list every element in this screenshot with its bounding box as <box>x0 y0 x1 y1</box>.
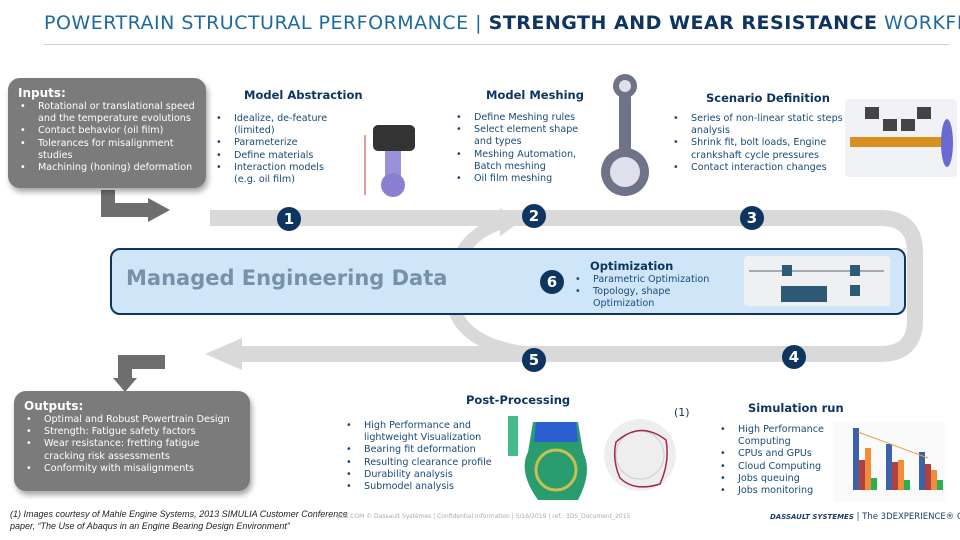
list-item: Shrink fit, bolt loads, Engine crankshaf… <box>671 137 846 161</box>
step-3-badge: 3 <box>740 206 764 230</box>
piston-rod-image <box>364 125 415 197</box>
list-item: Topology, shape Optimization <box>573 286 733 310</box>
list-item: Tolerances for misalignment studies <box>18 138 196 162</box>
bearing-deformation-image <box>508 416 587 500</box>
list-item: Conformity with misalignments <box>24 463 240 475</box>
list-item: Contact interaction changes <box>671 162 846 174</box>
title-part3: WORKFLOW <box>884 12 960 34</box>
list-item: High Performance Computing <box>718 424 833 448</box>
step-1-title: Model Abstraction <box>244 88 363 102</box>
step-6-title: Optimization <box>590 259 674 273</box>
step-5-title: Post-Processing <box>466 393 571 407</box>
list-item: Strength: Fatigue safety factors <box>24 426 240 438</box>
logo-tagline: | The 3DEXPERIENCE® Company <box>856 512 960 522</box>
image-reference-marker: (1) <box>674 406 690 419</box>
list-item: Parametric Optimization <box>573 274 733 286</box>
list-item: Cloud Computing <box>718 461 833 473</box>
logo-brand: DASSAULT SYSTEMES <box>770 513 854 521</box>
list-item: Durability analysis <box>344 469 514 481</box>
page-title: POWERTRAIN STRUCTURAL PERFORMANCE | STRE… <box>44 12 960 34</box>
managed-engineering-data-label: Managed Engineering Data <box>126 266 448 290</box>
step-3-title: Scenario Definition <box>706 91 830 105</box>
optimization-workflow-image <box>744 256 890 306</box>
list-item: Select element shape and types <box>454 124 589 148</box>
step-2-badge: 2 <box>522 204 546 228</box>
step-5-badge: 5 <box>522 348 546 372</box>
step-2-title: Model Meshing <box>486 88 584 102</box>
list-item: Parameterize <box>214 137 344 149</box>
inputs-box: Inputs: Rotational or translational spee… <box>8 78 206 188</box>
image-credit-footnote: (1) Images courtesy of Mahle Engine Syst… <box>10 509 348 531</box>
crankshaft-image <box>845 99 957 177</box>
list-item: Meshing Automation, Batch meshing <box>454 149 589 173</box>
list-item: Bearing fit deformation <box>344 444 514 456</box>
list-item: High Performance and lightweight Visuali… <box>344 420 514 444</box>
list-item: Jobs queuing <box>718 473 833 485</box>
list-item: Rotational or translational speed and th… <box>18 101 196 125</box>
title-part2: STRENGTH AND WEAR RESISTANCE <box>488 12 878 34</box>
list-item: Series of non-linear static steps analys… <box>671 113 846 137</box>
list-item: Oil film meshing <box>454 173 589 185</box>
list-item: Define Meshing rules <box>454 112 589 124</box>
step-6-badge: 6 <box>540 270 564 294</box>
list-item: Optimal and Robust Powertrain Design <box>24 414 240 426</box>
list-item: Idealize, de-feature (limited) <box>214 113 344 137</box>
outputs-box: Outputs: Optimal and Robust Powertrain D… <box>14 391 250 491</box>
title-divider <box>44 44 949 45</box>
title-part1: POWERTRAIN STRUCTURAL PERFORMANCE | <box>44 12 489 34</box>
dassault-logo: DASSAULT SYSTEMES | The 3DEXPERIENCE® Co… <box>770 512 960 522</box>
confidential-footer: 3DS.COM © Dassault Systèmes | Confidenti… <box>336 513 631 520</box>
connecting-rod-image <box>601 74 649 196</box>
list-item: Wear resistance: fretting fatigue cracki… <box>24 438 240 462</box>
step-1-badge: 1 <box>277 207 301 231</box>
step-4-badge: 4 <box>782 345 806 369</box>
list-item: CPUs and GPUs <box>718 448 833 460</box>
list-item: Interaction models (e.g. oil film) <box>214 162 344 186</box>
list-item: Contact behavior (oil film) <box>18 125 196 137</box>
outputs-heading: Outputs: <box>24 399 84 413</box>
clearance-profile-polar-image <box>604 419 676 491</box>
inputs-heading: Inputs: <box>18 86 66 100</box>
list-item: Define materials <box>214 150 344 162</box>
performance-chart-image <box>833 422 945 502</box>
list-item: Submodel analysis <box>344 481 514 493</box>
list-item: Resulting clearance profile <box>344 457 514 469</box>
list-item: Jobs monitoring <box>718 485 833 497</box>
step-4-title: Simulation run <box>748 401 844 415</box>
list-item: Machining (honing) deformation <box>18 162 196 174</box>
